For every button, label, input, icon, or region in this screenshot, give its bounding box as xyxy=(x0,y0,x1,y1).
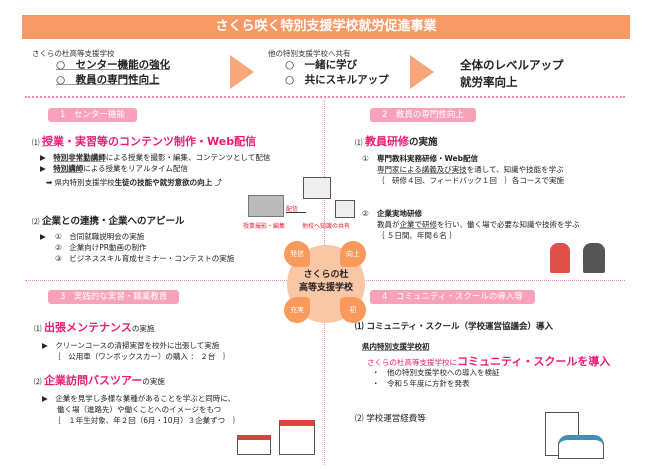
heading-text: の実施 xyxy=(409,137,438,148)
page-title: さくら咲く特別支援学校就労促進事業 xyxy=(22,15,630,39)
list-item: ② 企業向けPR動画の制作 xyxy=(55,243,147,252)
teacher-icon xyxy=(335,200,355,218)
list-item: ① 合同就職説明会の実施 xyxy=(55,232,145,241)
s3-bullet-1: ▶ クリーンコースの清掃実習を校外に出張して実施 ｛ 公用車（ワンボックスカー）… xyxy=(42,341,231,361)
center-line: 高等支援学校 xyxy=(298,283,353,293)
num: ⑵ xyxy=(34,377,42,386)
s2-item-2-num: ② xyxy=(362,209,369,218)
petal-hatsu: 初 xyxy=(340,297,366,323)
flow-middle-items: ○ 一緒に学び ○ 共にスキルアップ xyxy=(285,58,389,88)
gym-icon xyxy=(558,435,604,459)
flow-item: 全体のレベルアップ xyxy=(460,58,564,72)
s2-item-1: 専門教科実務研修・Web配信 専門家による講義及び実技を通して、知識や技能を学ぶ… xyxy=(377,153,564,186)
s4-details: ・ 他の特別支援学校への導入を検証 ・ 令和５年度に方針を発表 xyxy=(372,367,500,389)
text: ｛ 研修４回、フィードバック１回 ｝各コースで実施 xyxy=(377,176,564,185)
s1-result: ➡ 県内特別支援学校生徒の技能や就労意欲の向上 ⤴ xyxy=(46,178,223,187)
center-line: さくらの杜 xyxy=(303,270,349,280)
s1-list: ① 合同就職説明会の実施 ② 企業向けPR動画の制作 ③ ビジネススキル育成セミ… xyxy=(55,231,234,264)
s1-heading-1: ⑴ 授業・実習等のコンテンツ制作・Web配信 xyxy=(32,133,256,149)
text: を行い、働く場で必要な知識や技術を学ぶ xyxy=(437,220,580,229)
flow-item: ○ 教員の専門性向上 xyxy=(56,74,160,86)
text: さくらの杜高等支援学校に xyxy=(367,358,457,367)
text: 専門家による講義及び実技 xyxy=(377,165,467,174)
store-icon xyxy=(237,435,271,455)
flow-right-items: 全体のレベルアップ 就労率向上 xyxy=(460,57,564,91)
text: 働く場（進路先）や働くことへのイメージをもつ xyxy=(57,405,222,414)
petal-hasshin: 発信 xyxy=(284,241,310,267)
heading-text: 企業訪問バスツアー xyxy=(44,374,143,387)
section-4-label: 4 コミュニティ・スクールの導入等 xyxy=(370,290,535,304)
s2-item-1-num: ① xyxy=(362,154,369,163)
bullet-icon: ▶ xyxy=(40,232,46,241)
online-class-icon xyxy=(303,177,331,199)
s3-heading-2: ⑵ 企業訪問バスツアーの実施 xyxy=(34,372,165,388)
heading-text: の実施 xyxy=(131,324,155,333)
heading-text: 教員研修 xyxy=(365,135,410,148)
section-1-label: 1 センター機能 xyxy=(48,108,137,122)
s3-heading-1: ⑴ 出張メンテナンスの実施 xyxy=(34,319,154,335)
flow-left-items: ○ センター機能の強化 ○ 教員の専門性向上 xyxy=(56,58,170,88)
text: を通して、知識や技能を学ぶ xyxy=(466,165,564,174)
text: ｛ １年生対象、年２回（6月・10月）３企業ずつ ｝ xyxy=(57,416,241,425)
section-2-label: 2 教員の専門性向上 xyxy=(370,108,476,122)
num: ⑵ xyxy=(32,217,40,226)
arrow-icon xyxy=(410,55,434,89)
highlight: 生徒の技能や就労意欲の向上 xyxy=(114,178,213,187)
flow-item: ○ 一緒に学び xyxy=(285,59,358,71)
worker-icon xyxy=(583,243,605,273)
arrow-icon xyxy=(230,55,254,89)
s1-bullet-2: ▶ 特別講師による授業をリアルタイム配信 xyxy=(40,164,188,173)
text: ➡ 県内特別支援学校 xyxy=(46,178,115,187)
s3-bullet-2: ▶ 企業を見学し多様な業種があることを学ぶと同時に、 働く場（進路先）や働くこと… xyxy=(42,394,241,425)
highlight: 特別講師 xyxy=(53,164,84,173)
petal-jujitsu: 充実 xyxy=(284,297,310,323)
num: ⑴ xyxy=(355,138,363,147)
item-title: 専門教科実務研修・Web配信 xyxy=(377,154,478,163)
flow-left-caption: さくらの杜高等支援学校 xyxy=(32,49,115,58)
s1-heading-2: ⑵ 企業との連携・企業へのアピール xyxy=(32,213,184,227)
diagram-share: 他校へ知識の共有 xyxy=(302,223,351,230)
worker-icon xyxy=(550,243,570,273)
heading-text: 授業・実習等のコンテンツ制作・Web配信 xyxy=(42,135,257,148)
s4-heading-1: ⑴ コミュニティ・スクール（学校運営協議会）導入 xyxy=(355,322,553,332)
heading-text: 出張メンテナンス xyxy=(44,321,132,334)
heading-text: の実施 xyxy=(142,377,165,386)
flow-item: ○ 共にスキルアップ xyxy=(285,74,389,86)
diagram-deliver: 配信 xyxy=(286,206,299,213)
petal-kojo: 向上 xyxy=(340,241,366,267)
flow-item: ○ センター機能の強化 xyxy=(56,59,171,71)
arrow-icon xyxy=(286,212,306,213)
text: ｛ ５日間、年間６名 ｝ xyxy=(377,231,457,240)
text: 企業で研修 xyxy=(399,220,438,229)
flow-item: 就労率向上 xyxy=(460,75,518,89)
highlight: 特別非常勤講師 xyxy=(53,153,106,162)
s4-heading-2: ⑵ 学校運営経費等 xyxy=(355,414,426,424)
s4-intro: さくらの杜高等支援学校にコミュニティ・スクールを導入 xyxy=(367,353,610,369)
factory-icon xyxy=(279,420,315,455)
diagram-shoot: 授業撮影・編集 xyxy=(243,223,286,230)
s2-heading-1: ⑴ 教員研修の実施 xyxy=(355,133,438,149)
text: ｛ 公用車（ワンボックスカー）の購入 ： ２台 ｝ xyxy=(57,352,231,361)
item-title: 企業実地研修 xyxy=(377,209,422,218)
text: による授業をリアルタイム配信 xyxy=(83,164,188,173)
list-item: ・ 令和５年度に方針を発表 xyxy=(372,379,470,388)
list-item: ③ ビジネススキル育成セミナー・コンテストの実施 xyxy=(55,254,235,263)
heading-text: 企業との連携・企業へのアピール xyxy=(42,216,185,227)
highlight: コミュニティ・スクールを導入 xyxy=(457,355,611,368)
s4-first: 県内特別支援学校初 xyxy=(362,342,430,351)
text: 教員が xyxy=(377,220,400,229)
s1-bullet-1: ▶ 特別非常勤講師による授業を撮影・編集、コンテンツとして配信 xyxy=(40,153,271,162)
num: ⑴ xyxy=(32,138,40,147)
text: 企業を見学し多様な業種があることを学ぶと同時に、 xyxy=(55,394,236,403)
flow-middle-caption: 他の特別支援学校へ共有 xyxy=(268,49,351,58)
text: クリーンコースの清掃実習を校外に出張して実施 xyxy=(55,341,220,350)
text: による授業を撮影・編集、コンテンツとして配信 xyxy=(105,153,271,162)
section-3-label: 3 実践的な実習・職業教育 xyxy=(48,290,180,304)
divider xyxy=(25,96,625,98)
num: ⑴ xyxy=(34,324,42,333)
list-item: ・ 他の特別支援学校への導入を検証 xyxy=(372,368,500,377)
school-building-icon xyxy=(248,195,284,217)
s2-item-2: 企業実地研修 教員が企業で研修を行い、働く場で必要な知識や技術を学ぶ ｛ ５日間… xyxy=(377,208,580,241)
